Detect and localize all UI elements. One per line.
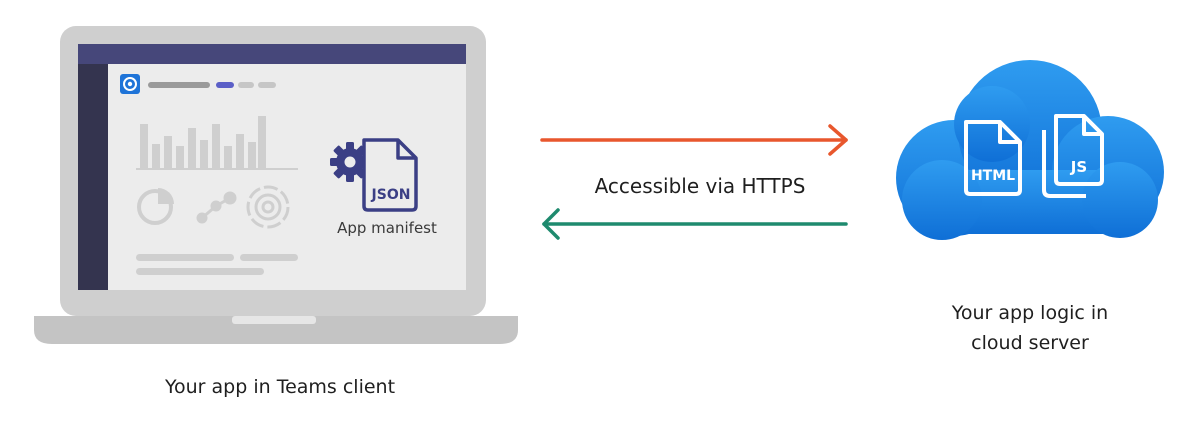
text-placeholder [136, 268, 264, 275]
teams-app-icon [120, 74, 140, 94]
radial-chart-icon [246, 185, 290, 229]
cloud-icon [896, 60, 1164, 240]
server-caption-line-2: cloud server [971, 332, 1089, 354]
html-badge: HTML [971, 168, 1015, 184]
tab-active [216, 82, 234, 88]
laptop-base [34, 316, 518, 344]
response-arrow [542, 208, 848, 240]
gear-icon [330, 142, 370, 182]
json-badge: JSON [371, 187, 411, 203]
laptop-notch [232, 316, 316, 324]
tab-inactive [258, 82, 276, 88]
pie-chart-icon [137, 188, 174, 225]
https-label: Accessible via HTTPS [594, 174, 806, 198]
teams-top-bar [78, 44, 466, 64]
client-caption: Your app in Teams client [164, 376, 396, 398]
request-arrow [540, 124, 848, 156]
connection-arrows [540, 124, 848, 240]
js-file-icon [1042, 114, 1104, 198]
cloud-server-illustration: HTML JS [896, 60, 1164, 240]
js-badge: JS [1070, 158, 1087, 176]
line-chart-icon [196, 191, 237, 224]
server-caption: Your app logic in cloud server [880, 298, 1180, 358]
html-file-icon [964, 120, 1022, 196]
text-placeholder [240, 254, 298, 261]
json-file-icon: JSON [362, 138, 418, 212]
app-manifest-label: App manifest [337, 219, 437, 237]
tab-inactive [238, 82, 254, 88]
teams-left-rail [78, 64, 108, 290]
text-placeholder [136, 254, 234, 261]
app-title-placeholder [148, 82, 210, 88]
server-caption-line-1: Your app logic in [951, 302, 1109, 324]
bar-chart-icon [136, 116, 298, 170]
laptop-illustration: JSON App manifest [34, 26, 518, 344]
